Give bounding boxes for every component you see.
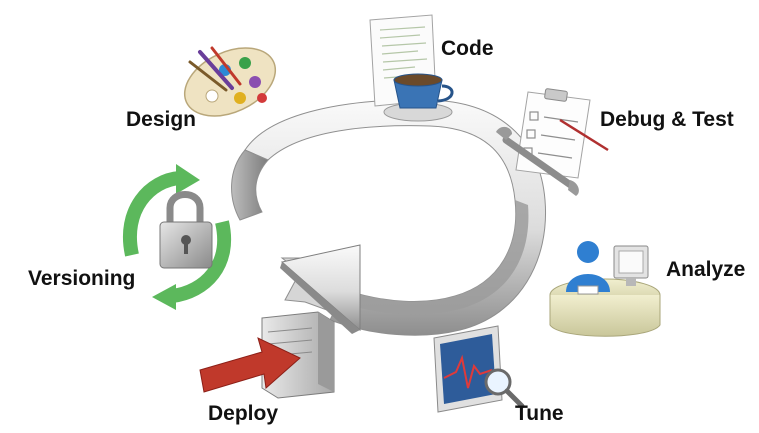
cycle-arrow <box>231 99 547 336</box>
tune-monitor-icon <box>433 325 503 413</box>
stage-label-design: Design <box>126 108 197 131</box>
coffee-cup-icon <box>383 73 454 122</box>
magnifier-icon <box>484 368 525 409</box>
palette-icon <box>183 46 277 117</box>
padlock-icon <box>159 191 213 269</box>
green-cycle-arrows-icon <box>123 164 231 310</box>
stage-label-debug-test: Debug & Test <box>600 108 734 131</box>
person-at-desk-icon <box>549 241 661 337</box>
monitor-graph-icon <box>613 245 649 286</box>
stage-label-code: Code <box>441 37 494 60</box>
stage-label-deploy: Deploy <box>208 402 279 425</box>
wrench-icon <box>496 126 579 196</box>
stage-label-tune: Tune <box>515 402 564 425</box>
checklist-icon <box>515 88 609 179</box>
stage-label-versioning: Versioning <box>28 267 136 290</box>
red-arrow-icon <box>199 337 301 393</box>
stage-label-analyze: Analyze <box>666 258 746 281</box>
